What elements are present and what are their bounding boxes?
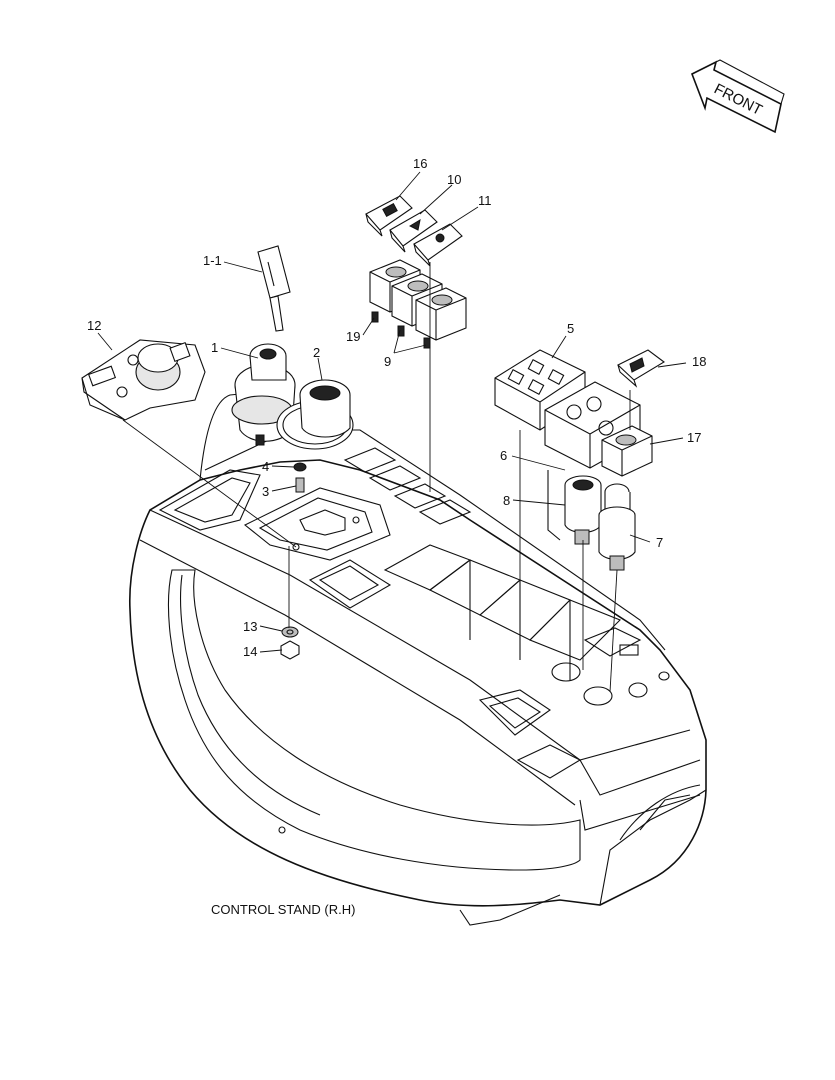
callout-14: 14 xyxy=(243,644,257,659)
callout-4: 4 xyxy=(262,459,269,474)
callout-3: 3 xyxy=(262,484,269,499)
callout-16: 16 xyxy=(413,156,427,171)
leader-lines xyxy=(97,171,687,693)
part-12-switch-panel xyxy=(81,339,206,421)
part-17-18-switch xyxy=(601,349,665,477)
callout-5: 5 xyxy=(567,321,574,336)
callout-12: 12 xyxy=(87,318,101,333)
callout-11: 11 xyxy=(478,193,492,208)
callout-9: 9 xyxy=(384,354,391,369)
callout-18: 18 xyxy=(692,354,706,369)
callout-1: 1 xyxy=(211,340,218,355)
part-3-4-fasteners xyxy=(293,462,307,493)
front-direction-arrow: FRONT xyxy=(690,59,785,134)
part-8-7-cylinders xyxy=(547,470,636,571)
diagram-caption: CONTROL STAND (R.H) xyxy=(211,902,355,917)
part-19-9-switch-bodies xyxy=(369,259,467,349)
part-1-1-key xyxy=(257,245,291,332)
part-16-10-11-switch-caps xyxy=(365,195,463,267)
callout-labels: 1 1-1 2 3 4 5 6 7 8 9 10 11 12 13 14 16 … xyxy=(87,156,706,659)
callout-1-1: 1-1 xyxy=(203,253,222,268)
cup-holder-area xyxy=(158,469,391,561)
part-1-ignition-switch xyxy=(231,343,296,446)
callout-17: 17 xyxy=(687,430,701,445)
part-13-14-fasteners xyxy=(280,626,300,660)
callout-2: 2 xyxy=(313,345,320,360)
callout-7: 7 xyxy=(656,535,663,550)
callout-10: 10 xyxy=(447,172,461,187)
callout-19: 19 xyxy=(346,329,360,344)
callout-8: 8 xyxy=(503,493,510,508)
part-2-dial xyxy=(276,379,354,450)
callout-13: 13 xyxy=(243,619,257,634)
callout-6: 6 xyxy=(500,448,507,463)
